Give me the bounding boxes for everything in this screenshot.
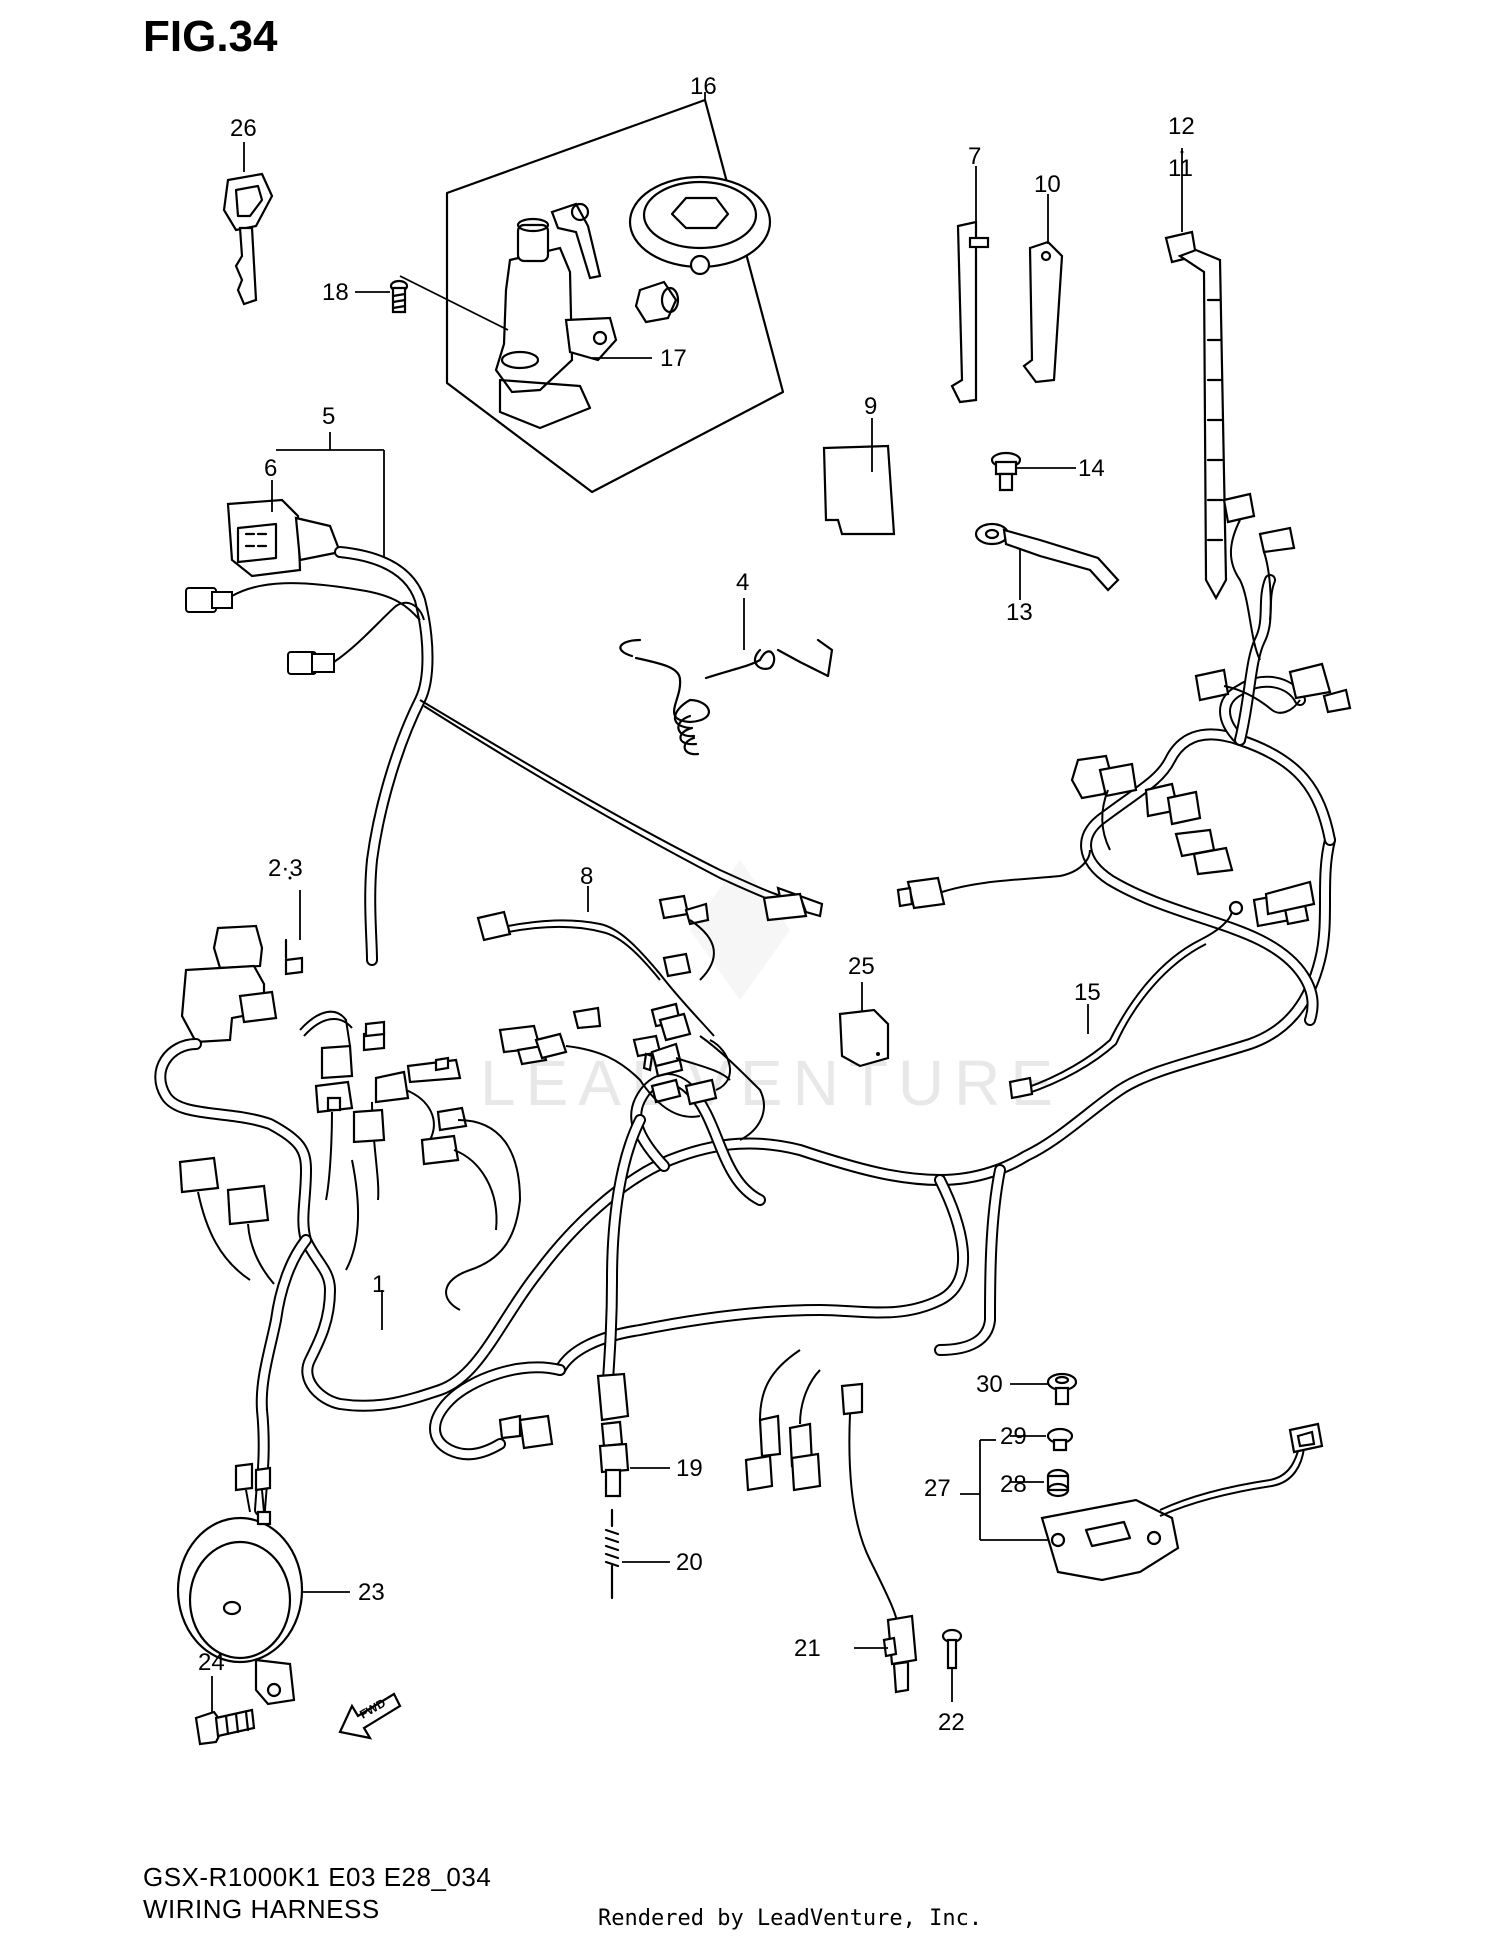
callout-29: 29	[1000, 1423, 1027, 1450]
callout-4: 4	[736, 569, 749, 596]
callout-25: 25	[848, 953, 875, 980]
callout-10: 10	[1034, 171, 1061, 198]
figure-title: FIG.34	[143, 12, 278, 61]
sensor-icon	[960, 1422, 1324, 1582]
callout-12: 12	[1168, 113, 1195, 140]
bolt-icon	[990, 451, 1022, 492]
clamp-icon	[1022, 194, 1064, 384]
callout-20: 20	[676, 1549, 703, 1576]
spring-icon	[604, 1508, 670, 1600]
callout-labels: 1 2·3 4 5 6 7 8 9 10 12 11 13 14 15 16 1…	[198, 73, 1195, 1736]
watermark: LEADVENTURE	[480, 1047, 1063, 1119]
callout-26: 26	[230, 115, 257, 142]
connector-cluster-lower-left	[178, 1156, 275, 1285]
callout-22: 22	[938, 1709, 965, 1736]
connector-cluster-left	[299, 1010, 522, 1311]
callout-11: 11	[1168, 155, 1193, 182]
section-name: WIRING HARNESS	[143, 1894, 380, 1924]
callout-8: 8	[580, 863, 593, 890]
callout-21: 21	[794, 1635, 821, 1662]
ignition-lock-set-icon	[399, 92, 785, 494]
model-code: GSX-R1000K1 E03 E28_034	[143, 1862, 492, 1892]
cushion-icon	[1010, 1468, 1070, 1498]
bolt-icon	[1010, 1372, 1078, 1406]
callout-7: 7	[968, 143, 981, 170]
watermark-logo	[690, 860, 790, 1000]
callout-30: 30	[976, 1371, 1003, 1398]
callout-17: 17	[660, 345, 687, 372]
main-harness-icon	[154, 574, 1336, 1516]
lead-wire-icon	[1008, 900, 1244, 1100]
relay-icon	[838, 982, 890, 1068]
screw-icon	[389, 279, 409, 314]
render-credit: Rendered by LeadVenture, Inc.	[598, 1906, 983, 1931]
callout-5: 5	[322, 403, 335, 430]
bolt-icon	[194, 1676, 256, 1746]
key-icon	[222, 172, 274, 306]
callout-19: 19	[676, 1455, 703, 1482]
callout-27: 27	[924, 1475, 951, 1502]
callout-2-3: 2·3	[268, 855, 303, 882]
callout-23: 23	[358, 1579, 385, 1606]
clamp-icon	[950, 166, 990, 404]
callout-28: 28	[1000, 1471, 1027, 1498]
callout-15: 15	[1074, 979, 1101, 1006]
callout-16: 16	[690, 73, 717, 100]
collar-icon	[1010, 1427, 1074, 1452]
pad-icon	[822, 418, 896, 536]
callout-18: 18	[322, 279, 349, 306]
connector-cluster-bottom	[498, 1349, 901, 1641]
horn-icon	[176, 1462, 350, 1706]
injector-harness-icon	[476, 886, 765, 1141]
fwd-arrow-icon: FWD	[338, 1692, 402, 1740]
callout-13: 13	[1006, 599, 1033, 626]
callout-24: 24	[198, 1649, 225, 1676]
cable-tie-icon	[1164, 148, 1228, 601]
connector-top-center	[762, 892, 808, 922]
fuse-box-icon	[180, 876, 304, 1044]
torsion-springs-icon	[619, 638, 834, 756]
screw-icon	[941, 1628, 963, 1702]
switch-icon	[596, 1372, 670, 1498]
callout-9: 9	[864, 393, 877, 420]
callout-1: 1	[372, 1271, 385, 1298]
callout-14: 14	[1078, 455, 1105, 482]
sensor-switch-icon	[854, 1614, 918, 1694]
callout-6: 6	[264, 455, 277, 482]
connector-cluster-right	[896, 492, 1352, 928]
ground-strap-icon	[974, 522, 1120, 592]
